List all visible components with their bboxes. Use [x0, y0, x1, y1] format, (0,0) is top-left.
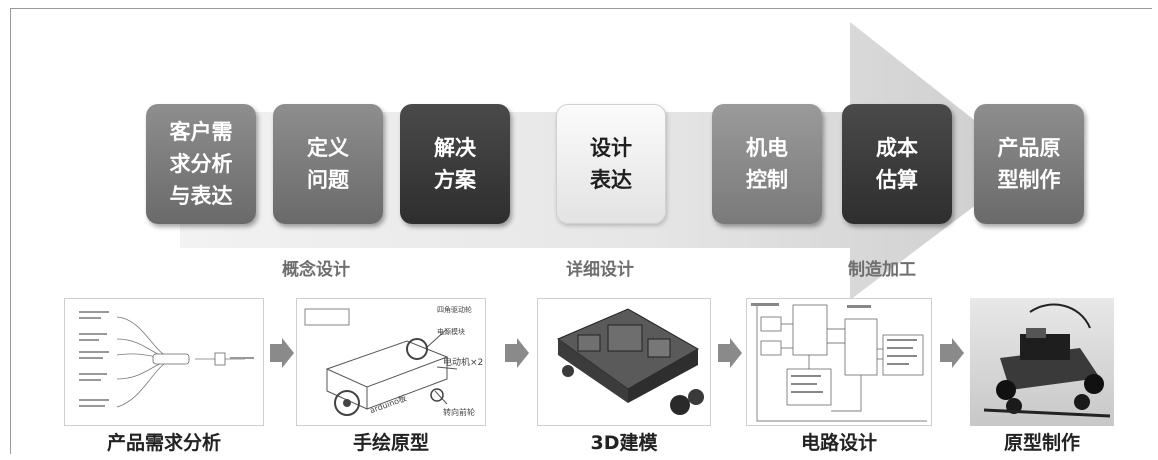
- chevron-right-icon: [270, 338, 294, 368]
- step-define-problem: 定义 问题: [273, 104, 383, 224]
- sketch-label-drive-wheel: 四角驱动轮: [437, 306, 472, 314]
- thumbnail-circuit: [746, 298, 932, 426]
- step-electromechanical: 机电 控制: [712, 104, 822, 224]
- sketch-label-power: 电源模块: [437, 328, 465, 336]
- caption-circuit: 电路设计: [800, 432, 877, 454]
- chevron-right-icon: [505, 338, 529, 368]
- caption-3d-model: 3D建模: [590, 432, 658, 454]
- 3d-model-image: [556, 308, 704, 415]
- robot-car-photo-image: [970, 298, 1114, 426]
- thumbnail-3d-model: [537, 298, 711, 426]
- step-cost-estimate: 成本 估算: [842, 104, 952, 224]
- caption-prototype: 原型制作: [1003, 432, 1080, 454]
- thumbnail-robot-photo: [970, 298, 1114, 426]
- chevron-right-icon: [718, 338, 742, 368]
- step-customer-needs: 客户需 求分析 与表达: [146, 104, 256, 224]
- caption-requirements: 产品需求分析: [106, 432, 221, 454]
- phase-detailed-design: 详细设计: [566, 260, 634, 280]
- mind-map-image: [79, 311, 254, 408]
- thumbnail-mind-map: [64, 298, 264, 426]
- step-design-expression: 设计 表达: [556, 104, 666, 224]
- caption-hand-sketch: 手绘原型: [352, 432, 429, 454]
- circuit-diagram-image: [751, 303, 927, 422]
- step-prototype: 产品原 型制作: [974, 104, 1084, 224]
- diagram-frame: [10, 8, 1152, 454]
- step-solution: 解决 方案: [400, 104, 510, 224]
- hand-sketch-image: [304, 308, 458, 416]
- chevron-right-icon: [940, 338, 964, 368]
- sketch-label-motor: 电动机×2: [443, 358, 484, 368]
- phase-concept-design: 概念设计: [282, 260, 350, 280]
- sketch-label-front-wheel: 转向前轮: [443, 408, 475, 417]
- thumbnail-hand-sketch: 四角驱动轮 电源模块 电动机×2 arduino板 转向前轮: [296, 298, 486, 426]
- phase-manufacturing: 制造加工: [848, 260, 916, 280]
